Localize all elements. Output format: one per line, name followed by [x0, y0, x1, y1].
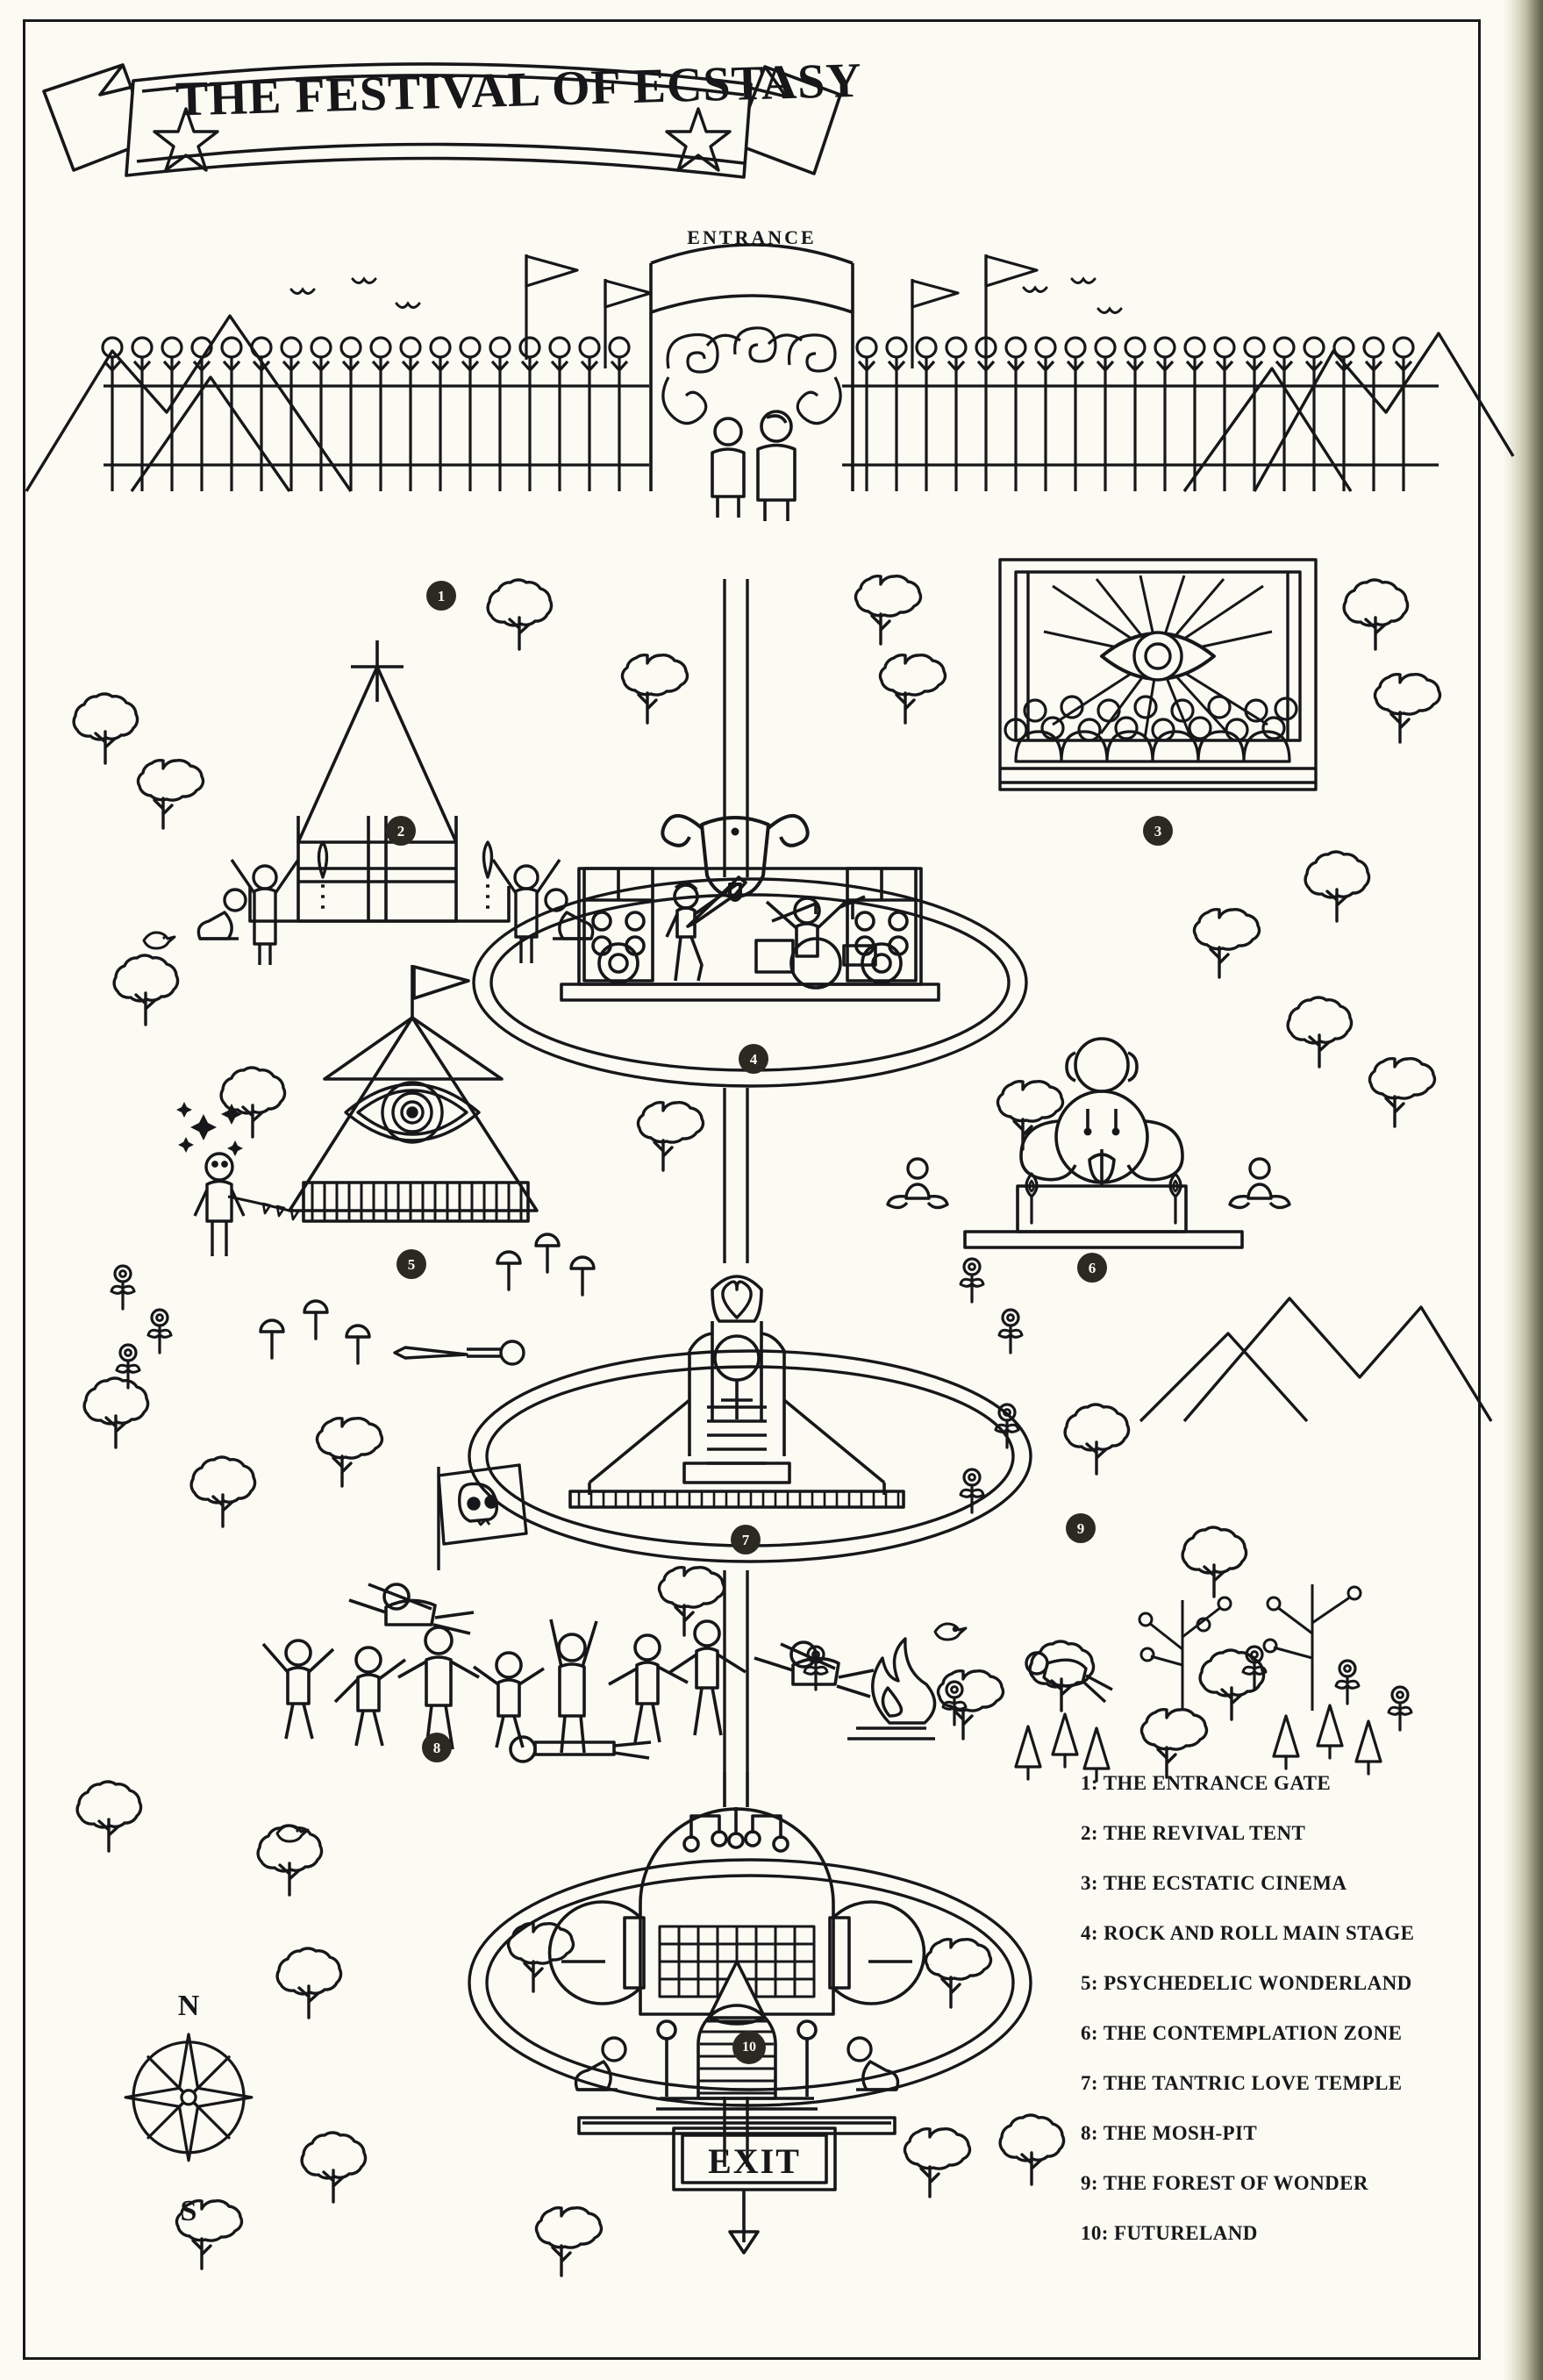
mountain-range-top — [25, 314, 1515, 492]
map-marker-10-futureland[interactable]: 10 — [732, 2031, 766, 2064]
map-marker-7-tantric-love-temple[interactable]: 7 — [731, 1525, 761, 1555]
legend-item-5: 5: PSYCHEDELIC WONDERLAND — [1081, 1972, 1412, 1994]
skull-flag — [437, 1463, 528, 1570]
book-page-edge — [1503, 0, 1543, 2380]
compass-rose: N S — [96, 1990, 281, 2228]
map-marker-1-entrance-gate[interactable]: 1 — [426, 581, 456, 611]
map-marker-9-forest-of-wonder[interactable]: 9 — [1066, 1513, 1096, 1543]
exit-sign-label: EXIT — [708, 2141, 801, 2181]
exit-gate — [672, 2126, 837, 2255]
compass-north-label: N — [177, 1990, 200, 2022]
mosh-pit-crowd — [261, 1583, 875, 1763]
psychedelic-props — [259, 1233, 596, 1366]
flower-cluster-left — [110, 1264, 173, 1390]
forest-of-wonder — [803, 1257, 1413, 1783]
map-marker-4-main-stage[interactable]: 4 — [739, 1044, 768, 1074]
compass-south-label: S — [180, 2195, 197, 2227]
tantric-love-temple — [568, 1275, 905, 1509]
legend-item-10: 10: FUTURELAND — [1081, 2222, 1258, 2244]
contemplation-zone-buddha — [886, 1037, 1291, 1249]
rock-and-roll-main-stage — [560, 814, 940, 1002]
legend-item-4: 4: ROCK AND ROLL MAIN STAGE — [1081, 1922, 1415, 1944]
entrance-sign-label: ENTRANCE — [687, 226, 817, 248]
gate-visitors — [711, 410, 797, 521]
gate-flags — [525, 254, 1039, 368]
mountain-range-right — [1139, 1297, 1493, 1423]
map-legend: 1: THE ENTRANCE GATE 2: THE REVIVAL TENT 3… — [1081, 1772, 1449, 2245]
legend-item-8: 8: THE MOSH-PIT — [1081, 2122, 1258, 2144]
legend-item-1: 1: THE ENTRANCE GATE — [1081, 1772, 1332, 1794]
revival-tent-chapel — [196, 640, 595, 965]
legend-item-2: 2: THE REVIVAL TENT — [1081, 1822, 1306, 1844]
map-marker-8-mosh-pit[interactable]: 8 — [422, 1733, 452, 1762]
legend-item-7: 7: THE TANTRIC LOVE TEMPLE — [1081, 2072, 1403, 2094]
map-marker-5-psychedelic-wonderland[interactable]: 5 — [396, 1249, 426, 1279]
festival-paths — [468, 579, 1032, 2167]
map-marker-6-contemplation-zone[interactable]: 6 — [1077, 1253, 1107, 1283]
poster-border — [23, 19, 1481, 2360]
ecstatic-cinema-screen — [998, 558, 1318, 791]
futureland-robot-building — [547, 1772, 926, 2135]
legend-item-6: 6: THE CONTEMPLATION ZONE — [1081, 2022, 1403, 2044]
legend-item-3: 3: THE ECSTATIC CINEMA — [1081, 1872, 1347, 1894]
map-marker-2-revival-tent[interactable]: 2 — [386, 816, 416, 846]
psychedelic-wonderland-tent — [176, 965, 539, 1256]
legend-item-9: 9: THE FOREST OF WONDER — [1081, 2172, 1368, 2194]
title-banner — [42, 62, 842, 179]
entrance-gate-arch — [649, 243, 854, 491]
compass-rose-glyph — [124, 2033, 254, 2162]
map-marker-3-ecstatic-cinema[interactable]: 3 — [1143, 816, 1173, 846]
perimeter-fence — [101, 336, 1439, 491]
